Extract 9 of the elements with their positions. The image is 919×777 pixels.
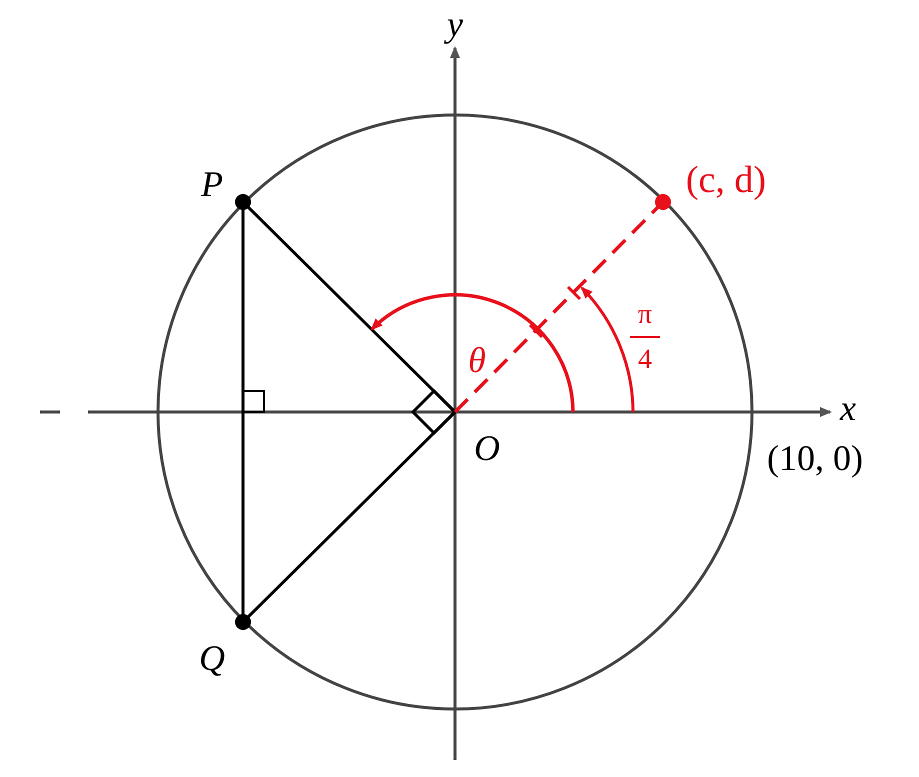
point-label: O	[474, 430, 500, 466]
coordinate-label: (10, 0)	[767, 440, 863, 476]
axis-label: x	[840, 390, 856, 426]
angle-label: π	[638, 301, 652, 329]
angle-label: θ	[468, 342, 486, 378]
angle-label: 4	[638, 346, 652, 374]
point-label: Q	[199, 640, 225, 676]
point-label: P	[201, 166, 223, 202]
coordinate-label: (c, d)	[686, 161, 766, 199]
